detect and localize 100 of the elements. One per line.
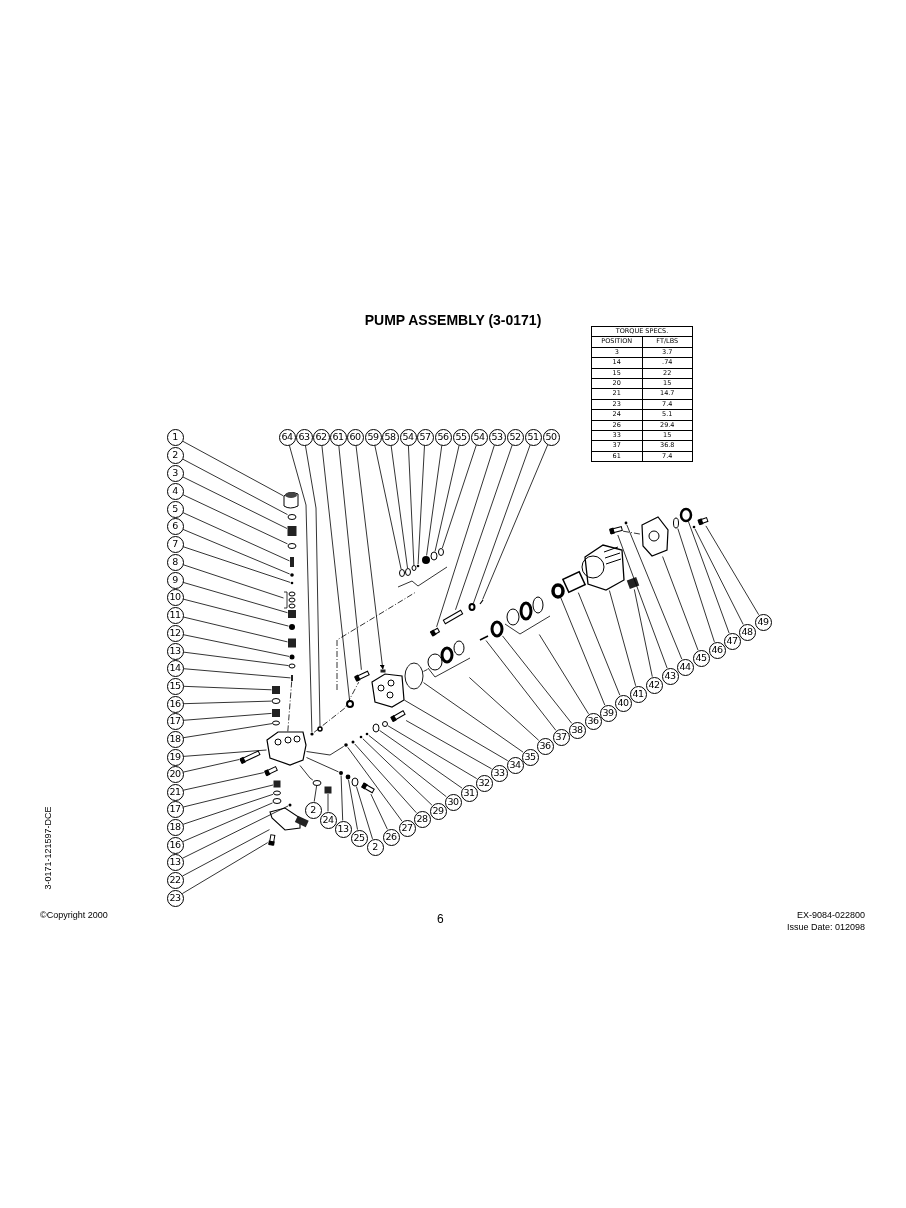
leader-line — [390, 445, 408, 569]
part-drawing — [324, 786, 332, 794]
callout-number: 14 — [166, 659, 184, 677]
callout-number: 38 — [568, 721, 586, 739]
leader-line — [327, 793, 329, 812]
callout-number: 59 — [364, 428, 382, 446]
callout-number: 1 — [166, 428, 184, 446]
leader-line — [182, 458, 288, 515]
ring-drawing — [287, 543, 297, 549]
callout-number: 2 — [366, 838, 384, 856]
ring-drawing — [673, 517, 679, 529]
callout-number: 2 — [304, 801, 322, 819]
part-drawing — [268, 834, 276, 846]
part-drawing — [287, 526, 297, 536]
callout-number: 36 — [584, 712, 602, 730]
footer-text: 3-0171-121597-DCE — [42, 806, 53, 890]
part-drawing — [266, 731, 307, 766]
part-drawing — [380, 669, 386, 673]
ring-drawing — [468, 603, 476, 611]
part-drawing — [697, 517, 709, 526]
callout-number: 18 — [166, 730, 184, 748]
leader-line — [299, 765, 314, 781]
ring-drawing — [272, 798, 282, 804]
leader-line — [347, 746, 403, 822]
leader-line — [182, 564, 284, 599]
callout-number: 55 — [452, 428, 470, 446]
part-drawing — [361, 782, 375, 794]
leader-line — [182, 582, 288, 614]
part-drawing — [626, 577, 640, 589]
leader-line — [485, 640, 557, 731]
leader-line — [183, 700, 272, 705]
leader-line — [182, 494, 288, 545]
callout-number: 54 — [470, 428, 488, 446]
callout-number: 11 — [166, 606, 184, 624]
ring-drawing — [273, 790, 281, 796]
ring-drawing — [551, 583, 565, 599]
callout-number: 17 — [166, 800, 184, 818]
ring-drawing — [288, 803, 292, 807]
callout-number: 61 — [329, 428, 347, 446]
center-line — [287, 681, 293, 732]
callout-number: 25 — [350, 829, 368, 847]
part-drawing — [442, 609, 464, 625]
ring-drawing — [405, 568, 411, 576]
leader-line — [560, 597, 606, 706]
leader-line — [408, 445, 415, 566]
leader-line — [356, 786, 373, 840]
callout-number: 21 — [166, 783, 184, 801]
callout-number: 58 — [381, 428, 399, 446]
callout-number: 23 — [166, 889, 184, 907]
page-number: 6 — [437, 912, 444, 926]
leader-line — [182, 440, 284, 497]
callout-number: 53 — [488, 428, 506, 446]
part-drawing — [290, 557, 294, 567]
leader-line — [306, 746, 345, 756]
leader-line — [617, 534, 668, 669]
callout-number: 10 — [166, 588, 184, 606]
callout-number: 42 — [645, 676, 663, 694]
callout-number: 54 — [399, 428, 417, 446]
callout-number: 32 — [475, 774, 493, 792]
leader-line — [362, 738, 433, 806]
ring-drawing — [345, 774, 351, 780]
leader-line — [182, 772, 265, 791]
ring-drawing — [290, 581, 294, 585]
leader-line — [472, 444, 531, 604]
callout-number: 35 — [521, 748, 539, 766]
leader-line — [441, 444, 477, 549]
leader-line — [404, 699, 509, 762]
leader-line — [405, 720, 492, 770]
callout-number: 33 — [490, 764, 508, 782]
leader-line — [705, 525, 760, 616]
callout-number: 28 — [413, 810, 431, 828]
ring-drawing — [287, 514, 297, 520]
leader-line — [182, 476, 288, 529]
leader-line — [183, 713, 272, 721]
callout-number: 13 — [166, 642, 184, 660]
callout-number: 20 — [166, 765, 184, 783]
leader-line — [182, 802, 273, 842]
part-drawing — [371, 673, 405, 708]
leader-line — [182, 528, 291, 575]
footer-text: EX-9084-022800 — [796, 910, 865, 920]
ring-drawing — [312, 780, 322, 786]
ring-drawing — [351, 777, 359, 787]
leader-line — [379, 730, 463, 789]
leader-line — [609, 590, 637, 687]
part-drawing — [641, 516, 669, 557]
center-line — [423, 669, 428, 672]
leader-line — [538, 634, 589, 715]
leader-line — [417, 445, 425, 565]
callout-number: 60 — [346, 428, 364, 446]
leader-line — [368, 735, 447, 798]
leader-line — [306, 757, 339, 773]
callout-number: 4 — [166, 482, 184, 500]
callout-number: 7 — [166, 535, 184, 553]
callout-number: 62 — [312, 428, 330, 446]
callout-number: 64 — [278, 428, 296, 446]
leader-line — [423, 682, 524, 753]
part-drawing — [273, 780, 281, 788]
ring-drawing — [372, 723, 380, 733]
leader-line — [677, 528, 715, 643]
ring-drawing — [382, 721, 388, 727]
